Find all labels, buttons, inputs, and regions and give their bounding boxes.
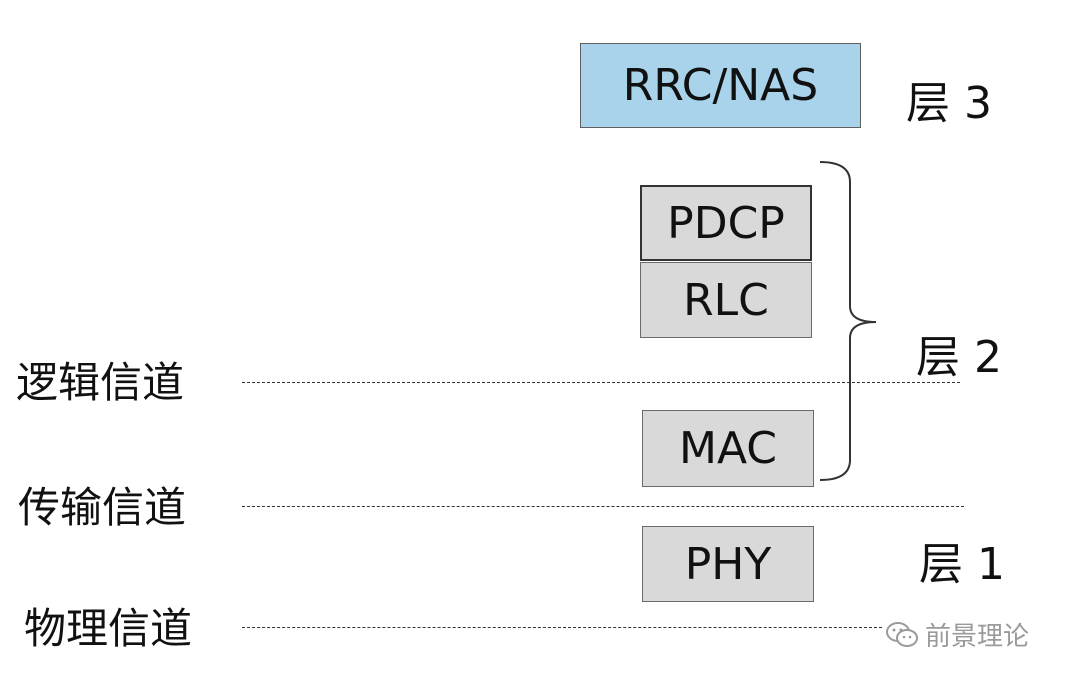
layer2-label: 层 2 (916, 332, 1002, 383)
phy-box: PHY (642, 526, 814, 602)
logical-channel-line (242, 382, 960, 383)
layer3-label: 层 3 (906, 78, 992, 129)
rrc-nas-box: RRC/NAS (580, 43, 861, 128)
rrc-nas-label: RRC/NAS (622, 60, 819, 111)
watermark: 前景理论 (885, 616, 1029, 653)
logical-channel-label: 逻辑信道 (16, 358, 185, 407)
transport-channel-line (242, 506, 964, 507)
wechat-icon (886, 621, 918, 647)
rlc-box: RLC (640, 262, 812, 338)
layer1-label: 层 1 (919, 539, 1005, 590)
physical-channel-line (242, 627, 882, 628)
watermark-text: 前景理论 (925, 622, 1030, 652)
transport-channel-label: 传输信道 (18, 483, 187, 532)
pdcp-box: PDCP (640, 185, 812, 261)
phy-label: PHY (684, 538, 772, 590)
mac-box: MAC (642, 410, 814, 487)
pdcp-label: PDCP (667, 197, 785, 249)
mac-label: MAC (678, 423, 777, 474)
rlc-label: RLC (683, 274, 769, 326)
physical-channel-label: 物理信道 (24, 604, 193, 653)
